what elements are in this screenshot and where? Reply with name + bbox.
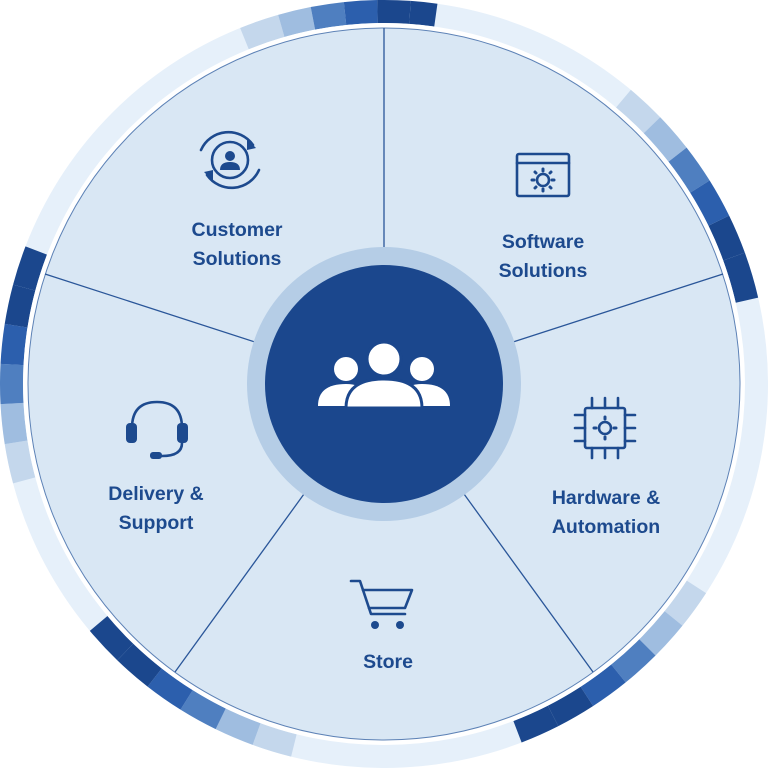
segment-dividers (44, 28, 724, 673)
ring-accent-block (147, 668, 193, 710)
outer-ring-accent-blocks (0, 0, 759, 757)
segment-store[interactable]: Store (349, 579, 414, 673)
ring-accent-block (343, 0, 378, 25)
ring-accent-block (310, 2, 347, 30)
ring-accent-block (4, 284, 36, 328)
ring-accent-block (89, 616, 134, 661)
user-group-icon (318, 340, 450, 410)
segment-label-line: Support (119, 512, 194, 534)
ring-accent-block (0, 363, 24, 405)
segment-label-line: Solutions (193, 248, 282, 270)
ring-accent-block (0, 323, 28, 366)
chip-gear-icon (573, 396, 637, 460)
segment-delivery-support[interactable]: Delivery & Support (108, 400, 204, 534)
ring-accent-block (240, 14, 285, 50)
ring-accent-block (690, 180, 730, 226)
ring-accent-block (611, 639, 656, 683)
ring-accent-block (643, 117, 687, 162)
segment-label-line: Hardware & (552, 487, 660, 509)
segment-customer-solutions[interactable]: Customer Solutions (191, 130, 283, 270)
ring-accent-block (668, 147, 710, 193)
ring-accent-block (215, 708, 261, 745)
ring-accent-block (180, 690, 226, 730)
segment-label-line: Delivery & (108, 483, 203, 505)
segment-label-line: Software (502, 231, 585, 253)
ring-accent-block (409, 0, 438, 27)
ring-accent-block (639, 611, 683, 656)
ring-accent-block (13, 246, 47, 291)
ring-accent-block (0, 402, 28, 445)
ring-accent-block (278, 7, 316, 37)
segment-software-solutions[interactable]: Software Solutions (499, 152, 588, 282)
ring-accent-block (547, 686, 594, 727)
ring-accent-block (708, 215, 745, 261)
segment-label-line: Solutions (499, 260, 588, 282)
ring-accent-block (4, 440, 36, 484)
segment-label-line: Customer (191, 219, 282, 241)
ring-accent-block (513, 705, 559, 743)
ring-accent-block (377, 0, 411, 24)
divider-line (512, 273, 724, 343)
shopping-cart-icon (349, 579, 414, 629)
app-window-gear-icon (515, 152, 571, 198)
segment-label-line: Automation (552, 516, 660, 538)
ring-accent-block (580, 664, 626, 707)
ring-accent-block (252, 723, 297, 757)
ring-accent-block (664, 580, 707, 626)
ring-accent-block (723, 252, 759, 303)
ring-accent-block (117, 643, 162, 687)
customer-cycle-icon (199, 130, 261, 190)
ring-accent-block (616, 89, 661, 134)
divider-line (463, 493, 594, 673)
divider-line (174, 493, 305, 673)
segment-label-line: Store (363, 651, 413, 673)
divider-line (44, 273, 256, 343)
headset-icon (126, 400, 188, 459)
segment-hardware-automation[interactable]: Hardware & Automation (552, 396, 660, 538)
